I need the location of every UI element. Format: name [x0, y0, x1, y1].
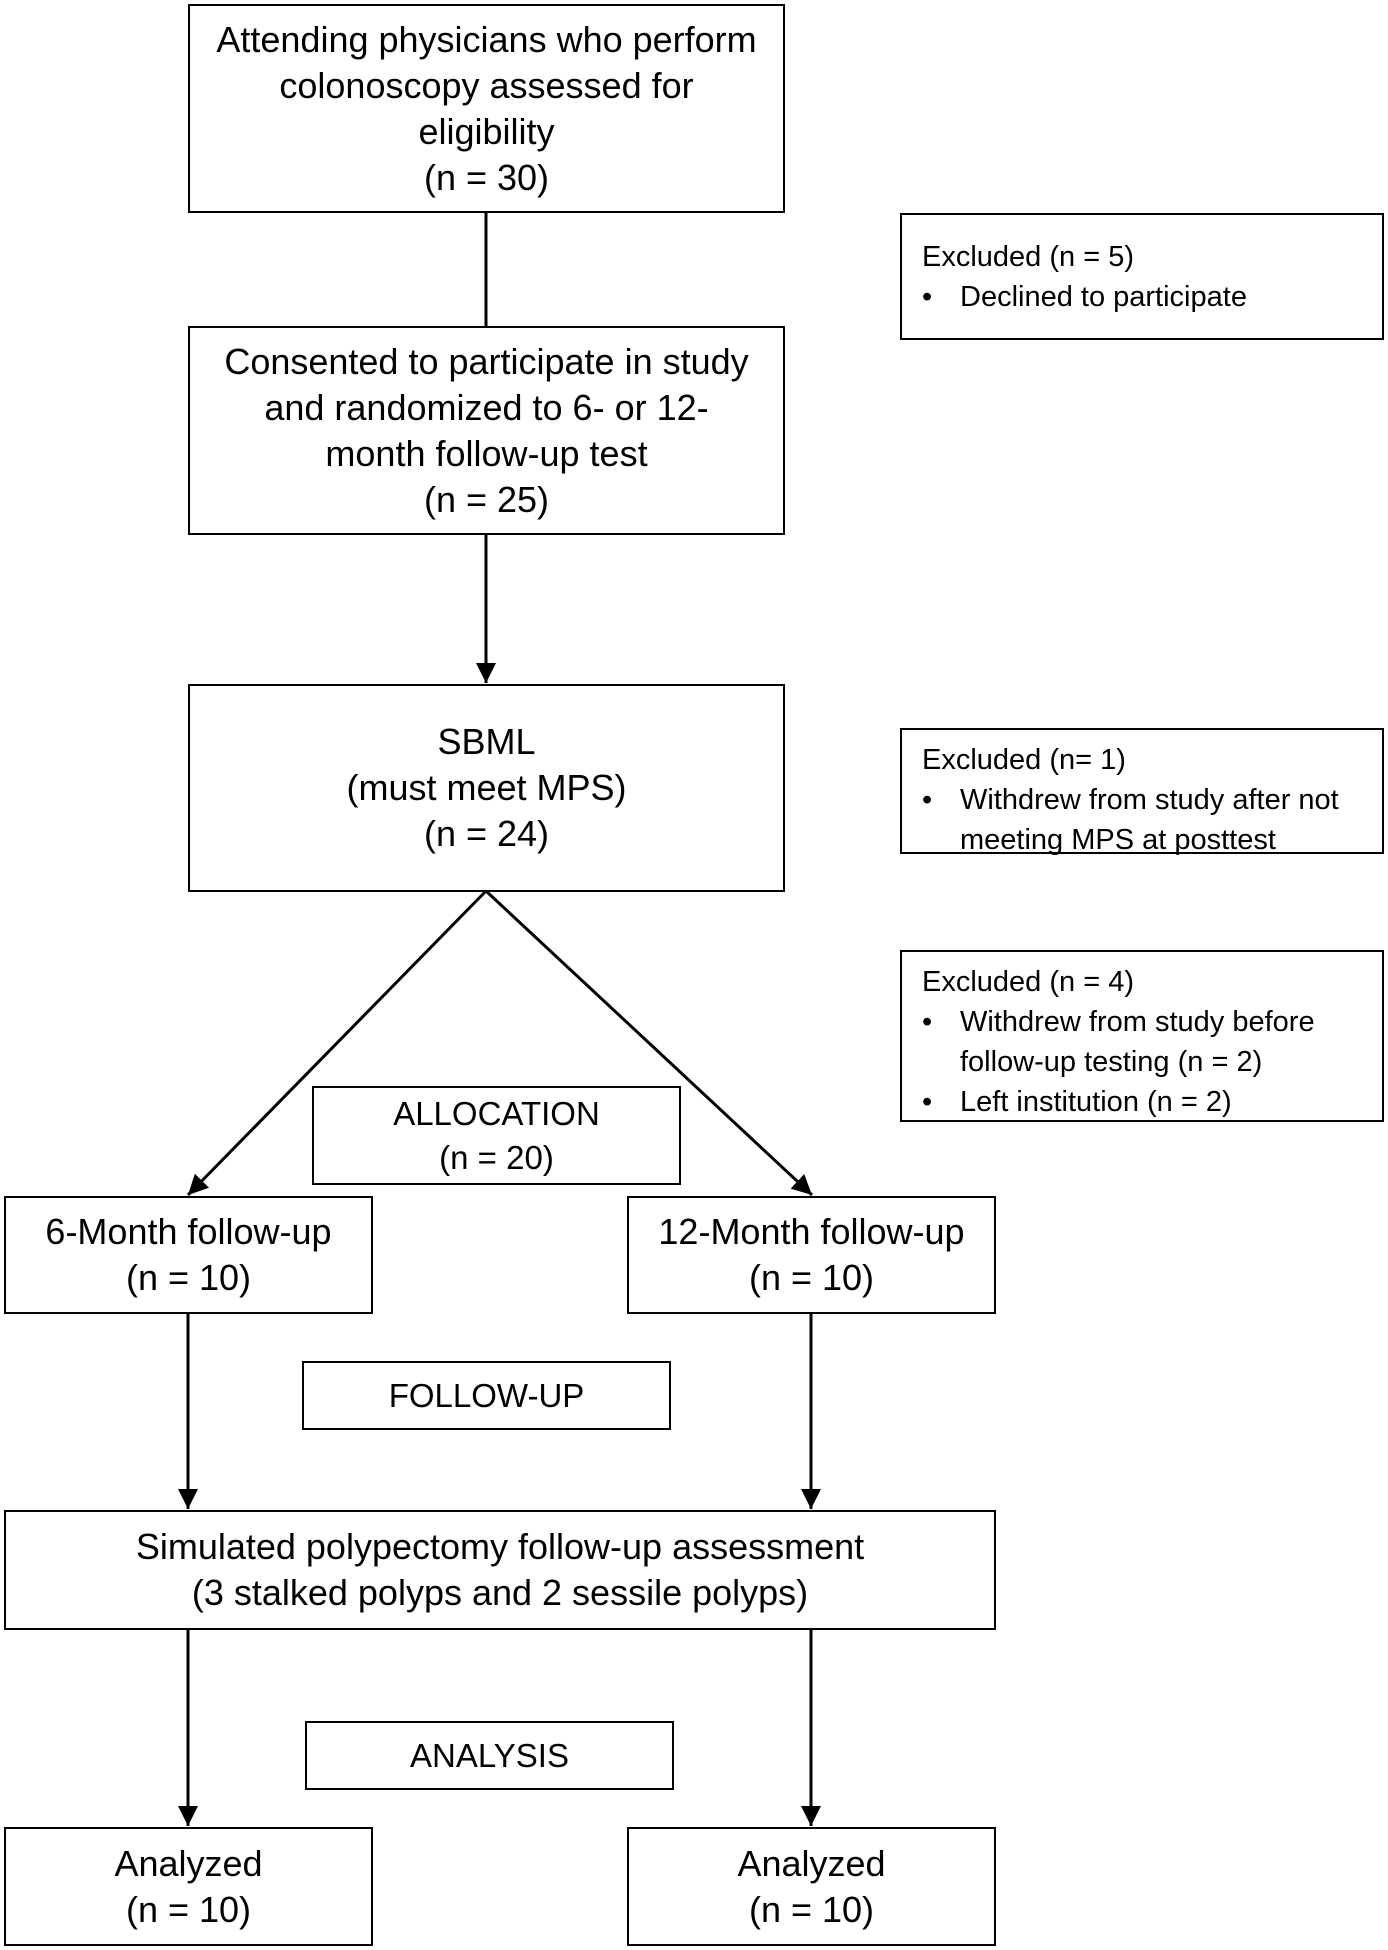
sbml-count: (n = 24) [423, 813, 550, 854]
six-month-count: (n = 10) [125, 1257, 252, 1298]
excluded-2-item: Withdrew from study after not meeting MP… [922, 780, 1382, 860]
followup-label: FOLLOW-UP [388, 1376, 585, 1414]
twelve-month-box: 12-Month follow-up (n = 10) [627, 1196, 996, 1314]
analyzed-right-box: Analyzed (n = 10) [627, 1827, 996, 1946]
eligibility-box: Attending physicians who perform colonos… [188, 4, 785, 213]
sbml-subtitle: (must meet MPS) [346, 767, 627, 808]
analyzed-left-label: Analyzed [114, 1842, 263, 1884]
excluded-2-heading: Excluded (n= 1) [922, 744, 1126, 776]
allocation-count: (n = 20) [439, 1138, 554, 1176]
excluded-box-1: Excluded (n = 5) Declined to participate [900, 213, 1384, 340]
consented-count: (n = 25) [423, 478, 550, 520]
excluded-2-list: Withdrew from study after not meeting MP… [922, 780, 1382, 860]
assessment-line-2: (3 stalked polyps and 2 sessile polyps) [191, 1572, 809, 1613]
excluded-3-list: Withdrew from study before follow-up tes… [922, 1002, 1382, 1122]
excluded-box-3: Excluded (n = 4) Withdrew from study bef… [900, 950, 1384, 1122]
assessment-line-1: Simulated polypectomy follow-up assessme… [135, 1526, 865, 1567]
assessment-box: Simulated polypectomy follow-up assessme… [4, 1510, 996, 1630]
consented-text: Consented to participate in study and ra… [224, 340, 749, 474]
allocation-box: ALLOCATION (n = 20) [312, 1086, 681, 1185]
analysis-label: ANALYSIS [410, 1736, 569, 1774]
six-month-box: 6-Month follow-up (n = 10) [4, 1196, 373, 1314]
six-month-label: 6-Month follow-up [45, 1211, 332, 1252]
analyzed-left-box: Analyzed (n = 10) [4, 1827, 373, 1946]
analyzed-right-count: (n = 10) [748, 1888, 875, 1930]
followup-box: FOLLOW-UP [302, 1361, 671, 1430]
excluded-1-list: Declined to participate [922, 277, 1382, 317]
excluded-1-heading: Excluded (n = 5) [922, 241, 1134, 273]
eligibility-count: (n = 30) [423, 156, 550, 198]
consented-box: Consented to participate in study and ra… [188, 326, 785, 535]
arrow-sbml-to-twelve-month [484, 889, 814, 1197]
excluded-3-heading: Excluded (n = 4) [922, 966, 1134, 998]
twelve-month-label: 12-Month follow-up [658, 1211, 965, 1252]
eligibility-text: Attending physicians who perform colonos… [216, 18, 757, 152]
twelve-month-count: (n = 10) [748, 1257, 875, 1298]
sbml-box: SBML (must meet MPS) (n = 24) [188, 684, 785, 892]
analyzed-right-label: Analyzed [737, 1842, 886, 1884]
allocation-label: ALLOCATION [393, 1094, 600, 1132]
excluded-3-item: Left institution (n = 2) [922, 1082, 1382, 1122]
excluded-3-item: Withdrew from study before follow-up tes… [922, 1002, 1382, 1082]
arrow-sbml-to-six-month [186, 889, 488, 1197]
analyzed-left-count: (n = 10) [125, 1888, 252, 1930]
excluded-box-2: Excluded (n= 1) Withdrew from study afte… [900, 728, 1384, 856]
sbml-title: SBML [437, 721, 536, 762]
excluded-1-item: Declined to participate [922, 277, 1382, 317]
analysis-box: ANALYSIS [305, 1721, 674, 1790]
